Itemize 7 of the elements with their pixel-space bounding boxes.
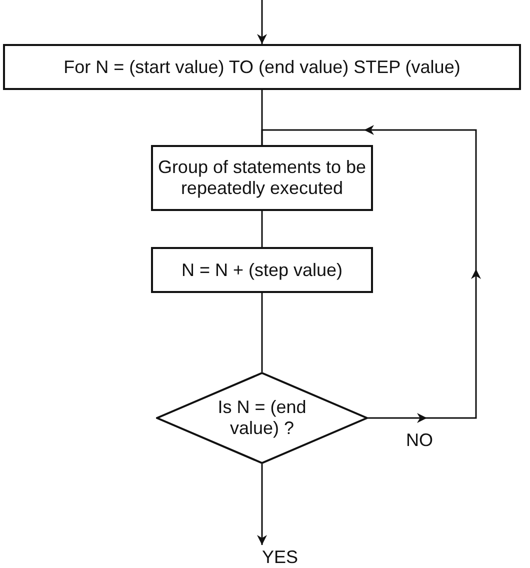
process-box [151,145,373,211]
node-text: For N = (start value) TO (end value) STEP (value) [64,56,460,78]
node-text: Is N = (end value) ? [216,397,308,439]
node-text: N = N + (step value) [181,260,343,280]
process-box [3,44,521,90]
node-text: Group of statements to be repeatedly executed [156,157,368,199]
process-box [151,247,373,293]
